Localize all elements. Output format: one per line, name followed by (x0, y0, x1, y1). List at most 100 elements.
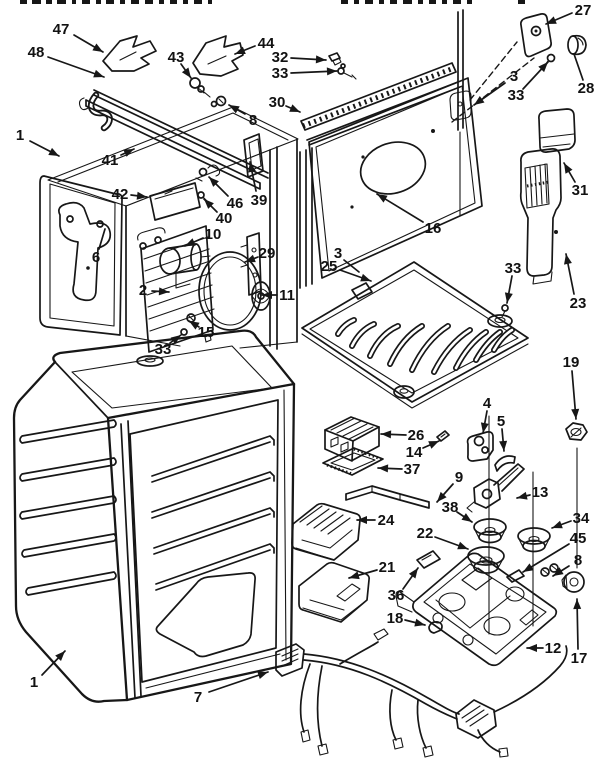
callout-number: 47 (53, 21, 70, 38)
callout-46: 46 (208, 176, 244, 212)
callout-10: 10 (184, 226, 222, 247)
callout-number: 38 (442, 499, 459, 516)
callout-number: 42 (112, 186, 129, 203)
callout-number: 13 (532, 484, 549, 501)
callout-31: 31 (563, 162, 589, 199)
callout-43: 43 (168, 49, 192, 79)
callout-number: 21 (379, 559, 396, 576)
callout-number: 3 (510, 68, 518, 85)
callout-number: 4 (483, 395, 492, 412)
callout-13: 13 (516, 484, 549, 501)
callout-32: 32 (272, 49, 327, 66)
callout-37: 37 (377, 461, 421, 478)
callout-number: 23 (570, 295, 587, 312)
callout-40: 40 (203, 198, 233, 227)
callout-number: 11 (279, 287, 295, 304)
callout-number: 27 (575, 2, 592, 19)
callout-11: 11 (261, 287, 295, 304)
callout-number: 37 (404, 461, 421, 478)
callout-number: 26 (408, 427, 425, 444)
callout-number: 22 (417, 525, 434, 542)
callout-number: 1 (30, 674, 38, 691)
callout-number: 18 (387, 610, 404, 627)
callout-4: 4 (480, 395, 492, 434)
callout-22: 22 (417, 525, 469, 550)
callout-number: 16 (425, 220, 442, 237)
callout-number: 24 (378, 512, 395, 529)
callout-number: 44 (258, 35, 275, 52)
callout-number: 29 (259, 245, 276, 262)
callout-14: 14 (406, 440, 440, 461)
callout-number: 41 (102, 152, 119, 169)
callout-number: 19 (563, 354, 580, 371)
callout-33: 33 (272, 65, 338, 82)
callout-36: 36 (388, 567, 419, 604)
callout-number: 34 (573, 510, 590, 527)
liner-cabinet-art (12, 329, 296, 703)
callout-number: 1 (16, 127, 24, 144)
callout-42: 42 (112, 186, 148, 203)
callout-30: 30 (269, 94, 301, 113)
callout-number: 33 (272, 65, 289, 82)
icemaker-parts-art (291, 415, 588, 667)
callout-number: 46 (227, 195, 244, 212)
callout-45: 45 (522, 530, 587, 573)
callout-41: 41 (102, 148, 135, 169)
callout-number: 40 (216, 210, 233, 227)
callout-number: 9 (455, 469, 463, 486)
callout-number: 2 (139, 282, 147, 299)
callout-33: 33 (155, 334, 182, 358)
callout-8: 8 (228, 104, 257, 129)
callout-23: 23 (564, 253, 587, 312)
callout-number: 5 (497, 413, 505, 430)
callout-number: 3 (334, 245, 342, 262)
callout-1: 1 (16, 127, 60, 157)
callout-21: 21 (348, 559, 396, 580)
callout-25: 25 (321, 258, 372, 282)
callout-number: 33 (508, 87, 525, 104)
callout-18: 18 (387, 610, 426, 627)
wiring-harness-art (275, 628, 568, 758)
callout-number: 8 (574, 552, 582, 569)
callout-12: 12 (526, 640, 562, 657)
callout-44: 44 (234, 35, 275, 55)
callout-6: 6 (92, 228, 106, 266)
callout-33: 33 (508, 61, 549, 104)
top-small-parts-art (87, 35, 357, 132)
callout-3: 3 (473, 68, 518, 106)
callout-19: 19 (563, 354, 580, 420)
callout-number: 30 (269, 94, 286, 111)
callout-number: 33 (505, 260, 522, 277)
callout-number: 8 (249, 112, 257, 129)
callout-33: 33 (505, 260, 522, 304)
callout-number: 7 (194, 689, 202, 706)
callout-9: 9 (436, 469, 463, 503)
callout-number: 32 (272, 49, 289, 66)
callout-number: 10 (205, 226, 222, 243)
callout-number: 39 (251, 192, 268, 209)
callout-number: 12 (545, 640, 562, 657)
callout-5: 5 (497, 413, 508, 452)
callout-15: 15 (188, 320, 214, 341)
callout-2: 2 (139, 282, 170, 299)
callout-47: 47 (53, 21, 104, 53)
callout-number: 33 (155, 341, 172, 358)
callout-28: 28 (573, 53, 594, 97)
callout-number: 45 (570, 530, 587, 547)
callout-39: 39 (248, 161, 268, 209)
callout-48: 48 (28, 44, 105, 78)
callout-16: 16 (376, 193, 442, 237)
callout-8: 8 (552, 552, 582, 577)
callout-27: 27 (545, 2, 592, 25)
back-panel-art (299, 9, 587, 289)
callout-number: 6 (92, 249, 100, 266)
callout-number: 48 (28, 44, 45, 61)
callout-number: 14 (406, 444, 423, 461)
callout-26: 26 (380, 427, 425, 444)
callout-34: 34 (551, 510, 590, 529)
callout-24: 24 (356, 512, 395, 529)
callout-number: 31 (572, 182, 589, 199)
